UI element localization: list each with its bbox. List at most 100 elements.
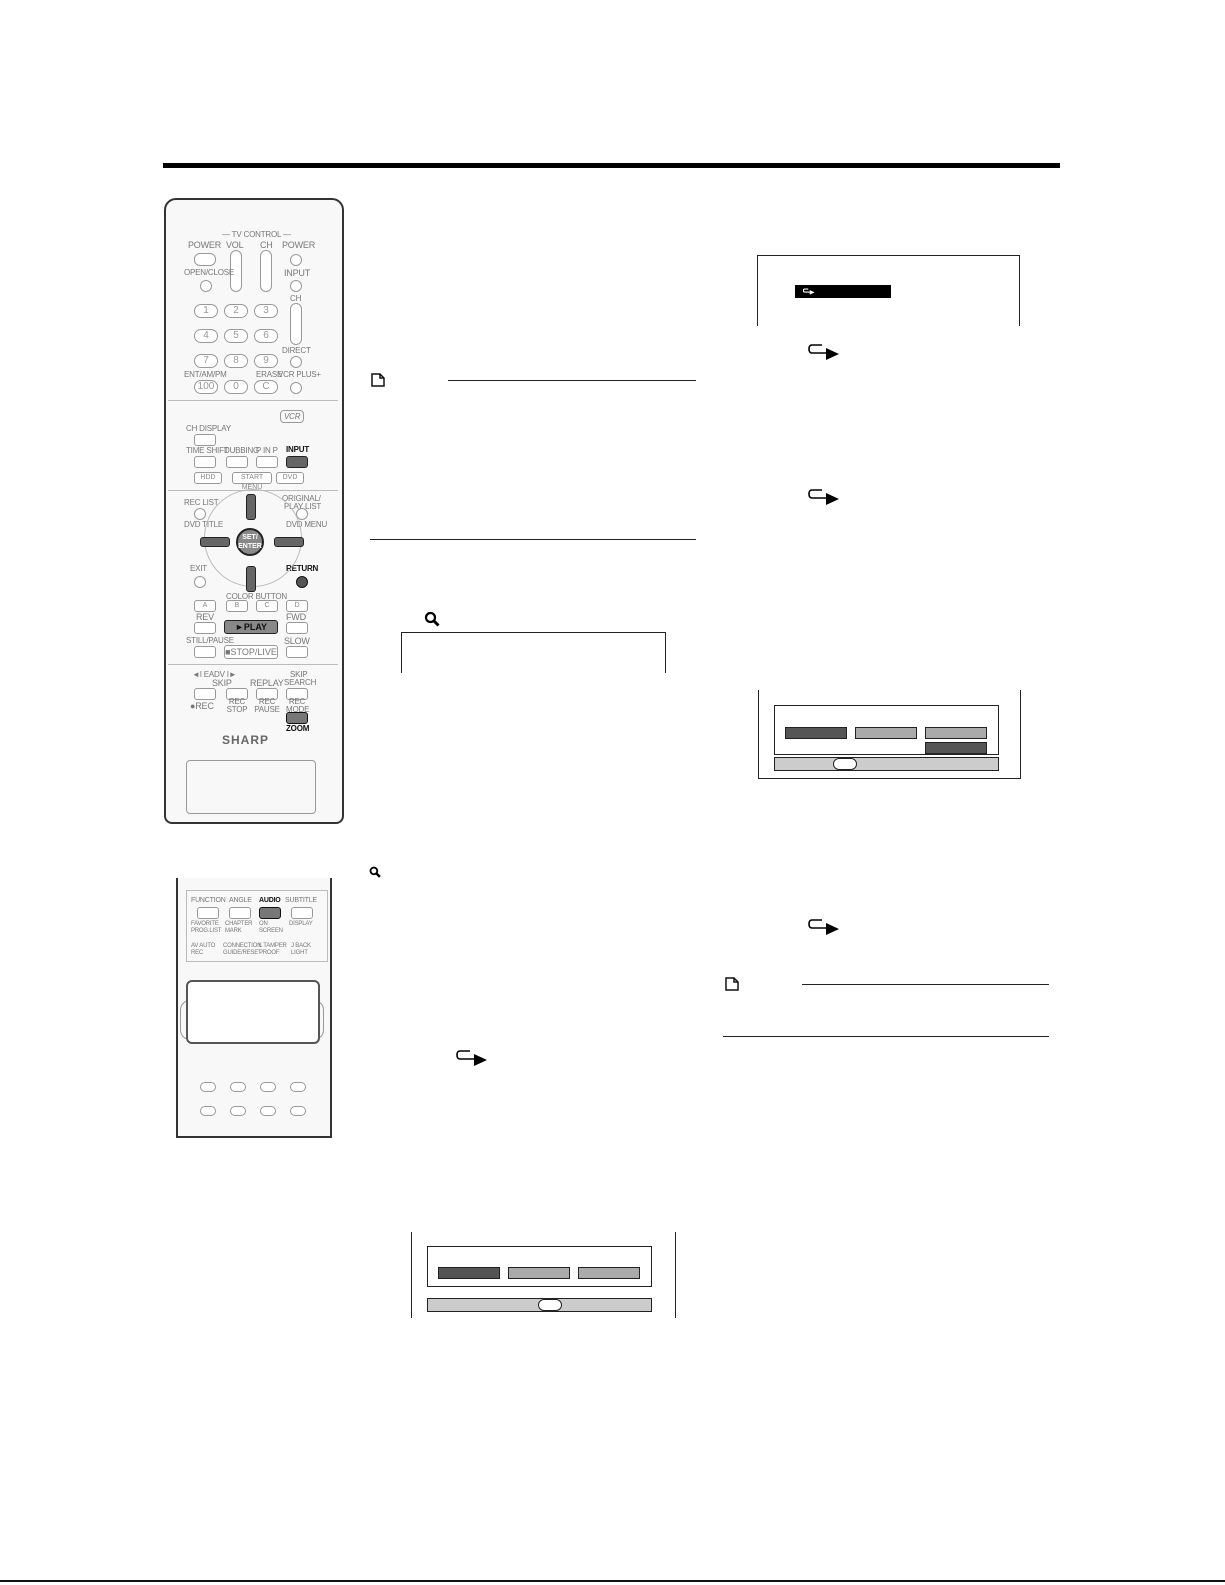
open-close-button [200, 280, 212, 292]
original-play-list-button [296, 508, 308, 520]
display-label: DISPLAY [289, 921, 313, 927]
color-d-button: D [286, 600, 308, 612]
zoom-screen-box [401, 632, 666, 673]
dpad-right [274, 537, 304, 547]
rec-list-label: REC LIST [184, 498, 219, 507]
channel-rocker [260, 250, 272, 292]
set-enter-button: SET/ ENTER [236, 528, 264, 556]
time-shift-label: TIME SHIFT [186, 446, 229, 455]
subtitle-osd-oval [833, 758, 857, 770]
subtitle-osd-screen [758, 690, 1021, 779]
num-2-button: 2 [224, 304, 248, 318]
direct-label: DIRECT [282, 346, 311, 355]
dubbing-button [226, 456, 248, 468]
return-icon [808, 489, 839, 505]
lower-btn-8 [290, 1106, 306, 1116]
audio-button [259, 907, 281, 919]
return-label: RETURN [286, 564, 319, 573]
tv-control-label: — TV CONTROL — [222, 230, 291, 239]
power-button [194, 253, 216, 266]
subtitle-osd-bar [774, 757, 999, 771]
ent-label: ENT/AM/PM [184, 370, 227, 379]
note-icon [371, 373, 385, 387]
power-left-label: POWER [188, 240, 222, 250]
on-screen-label: ON SCREEN [259, 921, 283, 934]
remote-cover-flap [186, 980, 320, 1044]
lower-btn-6 [230, 1106, 246, 1116]
note-icon [725, 977, 739, 991]
still-pause-label: STILL/PAUSE [186, 636, 234, 645]
lower-btn-1 [200, 1082, 216, 1092]
audio-osd-oval [538, 1299, 562, 1311]
return-icon [808, 344, 839, 360]
sharp-logo: SHARP [222, 733, 270, 747]
hdd-button: HDD [194, 472, 222, 484]
connection-label: CONNECTION GUIDE/RESET [223, 943, 262, 956]
audio-label: AUDIO [259, 897, 281, 904]
audio-osd-screen [411, 1232, 676, 1318]
note-rule-bottom [370, 539, 696, 540]
function-button [197, 907, 219, 919]
num-1-button: 1 [194, 304, 218, 318]
time-shift-button [194, 456, 216, 468]
audio-osd-option-2 [508, 1267, 570, 1279]
audio-osd-option-3 [578, 1267, 640, 1279]
rec-pause-label: REC PAUSE [254, 697, 280, 714]
lower-btn-7 [260, 1106, 276, 1116]
subtitle-button [291, 907, 313, 919]
exit-button [194, 576, 206, 588]
subtitle-osd-option-1 [785, 727, 847, 739]
dvd-button: DVD [276, 472, 304, 484]
tv-input-button [290, 280, 302, 292]
subtitle-osd-option-3 [925, 727, 987, 739]
skip-label: SKIP [212, 678, 232, 688]
num-4-button: 4 [194, 329, 218, 343]
return-icon-inverse [803, 288, 815, 295]
zoom-icon-small [369, 866, 381, 878]
direct-button [290, 356, 302, 368]
footer-rule [0, 1580, 1225, 1582]
slow-label: SLOW [284, 636, 310, 646]
function-label: FUNCTION [191, 897, 226, 904]
note-rule-top [448, 380, 696, 381]
color-b-button: B [226, 600, 248, 612]
input-label: INPUT [286, 445, 310, 454]
power-right-label: POWER [282, 240, 316, 250]
remote-divider [168, 400, 338, 401]
num-0-button: 0 [224, 380, 248, 394]
play-button: ►PLAY [224, 620, 278, 634]
remote-bottom-panel [186, 760, 316, 814]
replay-label: REPLAY [250, 678, 284, 688]
subtitle-osd-option-2 [855, 727, 917, 739]
ch-small-label: CH [290, 294, 302, 303]
num-100-button: 100 [194, 380, 218, 394]
favorite-label: FAVORITE PROG.LIST [191, 921, 222, 934]
rec-stop-label: REC STOP [226, 697, 248, 714]
dubbing-label: DUBBING [224, 446, 260, 455]
slow-button [286, 646, 308, 658]
zoom-label: ZOOM [286, 724, 310, 733]
num-6-button: 6 [254, 329, 278, 343]
input-top-label: INPUT [284, 268, 311, 278]
lower-btn-2 [230, 1082, 246, 1092]
lower-btn-5 [200, 1106, 216, 1116]
erase-label: ERASE [256, 370, 283, 379]
color-button-label: COLOR BUTTON [226, 592, 288, 601]
exit-label: EXIT [190, 564, 207, 573]
replay-button [256, 688, 278, 700]
note-rule-top-right [802, 984, 1049, 985]
remote-lower-panel: FUNCTION ANGLE AUDIO SUBTITLE FAVORITE P… [186, 890, 328, 962]
return-icon [456, 1050, 487, 1066]
skip-top-label: ◄I EADV I► [192, 670, 237, 679]
skip-search-label-2: SEARCH [284, 678, 317, 687]
remote-lower-buttons [196, 1076, 316, 1126]
num-3-button: 3 [254, 304, 278, 318]
dpad-left [200, 537, 230, 547]
audio-osd-option-1 [438, 1267, 500, 1279]
highlight-bar [795, 285, 891, 298]
rec-label: ●REC [190, 701, 214, 711]
rev-label: REV [196, 612, 214, 622]
subtitle-osd-option-4 [925, 742, 987, 754]
rev-button [194, 622, 216, 634]
header-rule [163, 163, 1060, 168]
